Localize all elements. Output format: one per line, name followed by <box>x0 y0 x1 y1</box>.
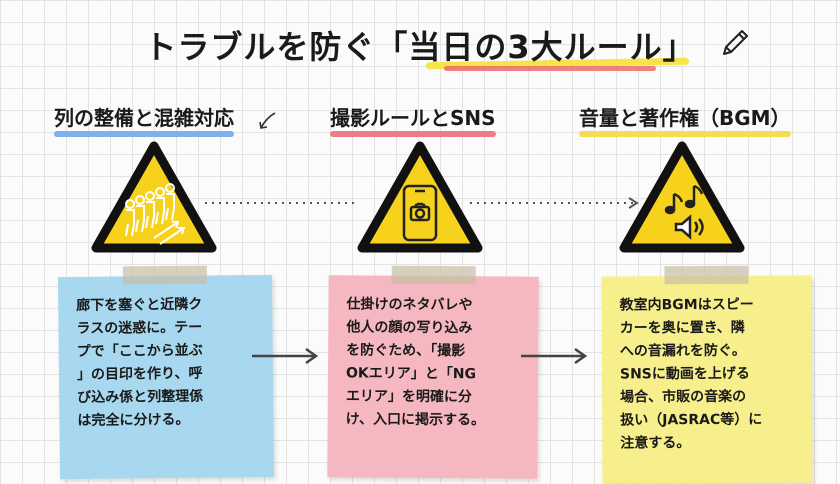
masking-tape <box>391 265 476 285</box>
title-highlight-text: 「当日の3大ルール」 <box>375 28 696 66</box>
arrow-right-icon <box>252 347 319 365</box>
title-highlight-red <box>444 66 656 71</box>
masking-tape <box>664 265 749 285</box>
sticky-note-queue: 廊下を塞ぐと近隣ク ラスの迷惑に。テー プで「ここから並ぶ 」の目印を作り、呼 … <box>57 265 275 480</box>
arrow-right-icon <box>521 347 588 365</box>
heading-underline-pink <box>330 131 496 137</box>
heading-volume-copyright: 音量と著作権（BGM） <box>579 102 791 137</box>
heading-queue: 列の整備と混雑対応 <box>54 102 234 137</box>
dotted-connector-arrow <box>205 197 639 209</box>
page-title: トラブルを防ぐ「当日の3大ルール」 <box>144 22 696 71</box>
heading-underline-yellow <box>579 131 791 137</box>
warning-sign-queue <box>91 141 217 253</box>
title-area: トラブルを防ぐ「当日の3大ルール」 <box>0 22 840 71</box>
warning-sign-photo <box>357 141 483 253</box>
smartphone-camera-icon <box>402 184 438 242</box>
heading-underline-blue <box>54 131 234 137</box>
music-speaker-icon <box>664 184 704 240</box>
masking-tape <box>122 265 208 285</box>
title-prefix: トラブルを防ぐ <box>144 28 376 66</box>
people-line-icon <box>125 183 186 245</box>
warning-sign-sound <box>619 141 745 253</box>
pencil-icon <box>723 30 748 55</box>
curved-arrow-icon <box>259 112 276 129</box>
sticky-note-sound: 教室内BGMはスピー カーを奥に置き、隣 への音漏れを防ぐ。 SNSに動画を上げ… <box>601 265 813 484</box>
heading-photo-sns: 撮影ルールとSNS <box>330 102 496 137</box>
sticky-note-photo: 仕掛けのネタバレや 他人の顔の写り込み を防ぐため、「撮影 OKエリア」と「NG… <box>327 265 539 479</box>
